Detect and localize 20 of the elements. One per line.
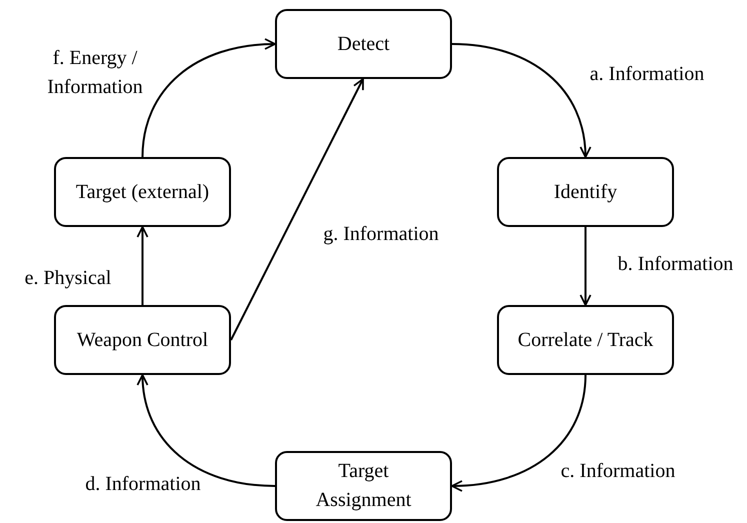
process-box: Detect [275, 9, 452, 79]
arrow [451, 374, 586, 492]
arrow [452, 43, 591, 158]
arrow [142, 38, 276, 158]
process-box: Target Assignment [275, 451, 452, 521]
process-box: Target (external) [54, 157, 231, 227]
process-box: Correlate / Track [497, 305, 674, 375]
process-box: Weapon Control [54, 305, 231, 375]
arrow [137, 374, 276, 487]
edge-label: d. Information [84, 472, 202, 497]
process-box: Identify [497, 157, 674, 227]
edge-label: f. Energy / Information [46, 46, 144, 100]
edge-label: g. Information [322, 222, 440, 247]
edge-label: b. Information [616, 252, 734, 277]
edge-label: c. Information [560, 459, 676, 484]
edge-label: a. Information [588, 62, 706, 87]
edge-label: e. Physical [24, 266, 112, 291]
arrow [136, 226, 148, 305]
arrow [580, 227, 592, 306]
arrow [230, 78, 364, 340]
